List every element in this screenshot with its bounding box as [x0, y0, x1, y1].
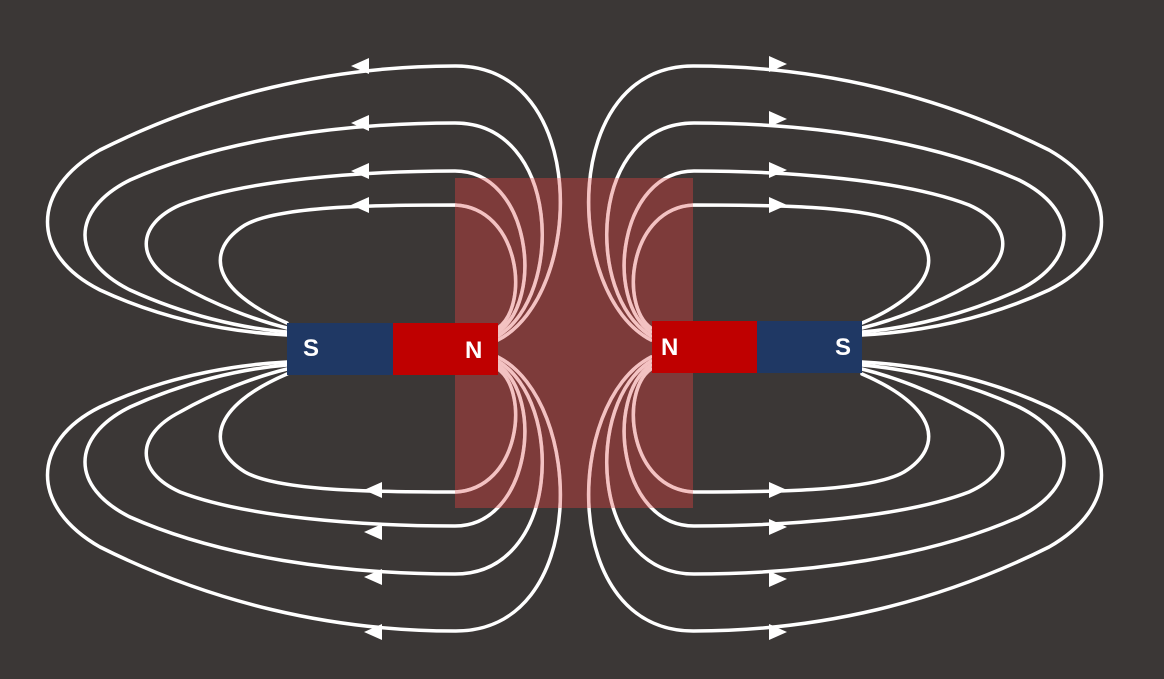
left-magnet-south-label: S: [303, 335, 319, 362]
right-magnet-south-pole: [757, 321, 862, 373]
arrow-right-icon: [769, 482, 787, 498]
field-line-tinted: [496, 178, 544, 338]
field-line-tinted: [631, 367, 693, 494]
field-line: [45, 355, 563, 633]
field-line-tinted: [622, 178, 671, 334]
field-lines-in-zone: [455, 178, 693, 508]
field-line: [586, 355, 1104, 633]
arrow-right-icon: [769, 571, 787, 587]
right-bar-magnet: N S: [652, 321, 862, 373]
field-line-tinted: [455, 203, 518, 330]
arrow-left-icon: [364, 624, 382, 640]
arrow-left-icon: [364, 524, 382, 540]
arrow-left-icon: [351, 58, 369, 74]
left-magnet-north-pole: [393, 323, 498, 375]
right-magnet-north-label: N: [661, 334, 678, 361]
field-line-tinted: [455, 367, 518, 494]
arrow-right-icon: [769, 162, 787, 178]
field-line-tinted: [622, 363, 655, 508]
arrow-left-icon: [364, 569, 382, 585]
left-magnet-north-label: N: [465, 337, 482, 364]
right-magnet-north-pole: [652, 321, 757, 373]
field-line-tinted: [605, 359, 653, 508]
field-line-tinted: [494, 363, 527, 508]
left-magnet-south-pole: [287, 323, 393, 375]
arrow-right-icon: [769, 56, 787, 72]
arrow-right-icon: [769, 111, 787, 127]
arrow-right-icon: [769, 519, 787, 535]
arrow-left-icon: [364, 482, 382, 498]
field-direction-arrows: [351, 56, 787, 640]
field-line-tinted: [605, 178, 653, 338]
arrow-right-icon: [769, 624, 787, 640]
right-magnet-south-label: S: [835, 334, 851, 361]
field-line-tinted: [496, 359, 544, 508]
arrow-left-icon: [351, 197, 369, 213]
field-line-tinted: [478, 178, 527, 334]
arrow-right-icon: [769, 197, 787, 213]
left-bar-magnet: S N: [287, 323, 498, 375]
field-line-tinted: [631, 203, 693, 330]
arrow-left-icon: [351, 163, 369, 179]
arrow-left-icon: [351, 115, 369, 131]
field-line: [45, 64, 563, 342]
field-line: [586, 64, 1104, 342]
